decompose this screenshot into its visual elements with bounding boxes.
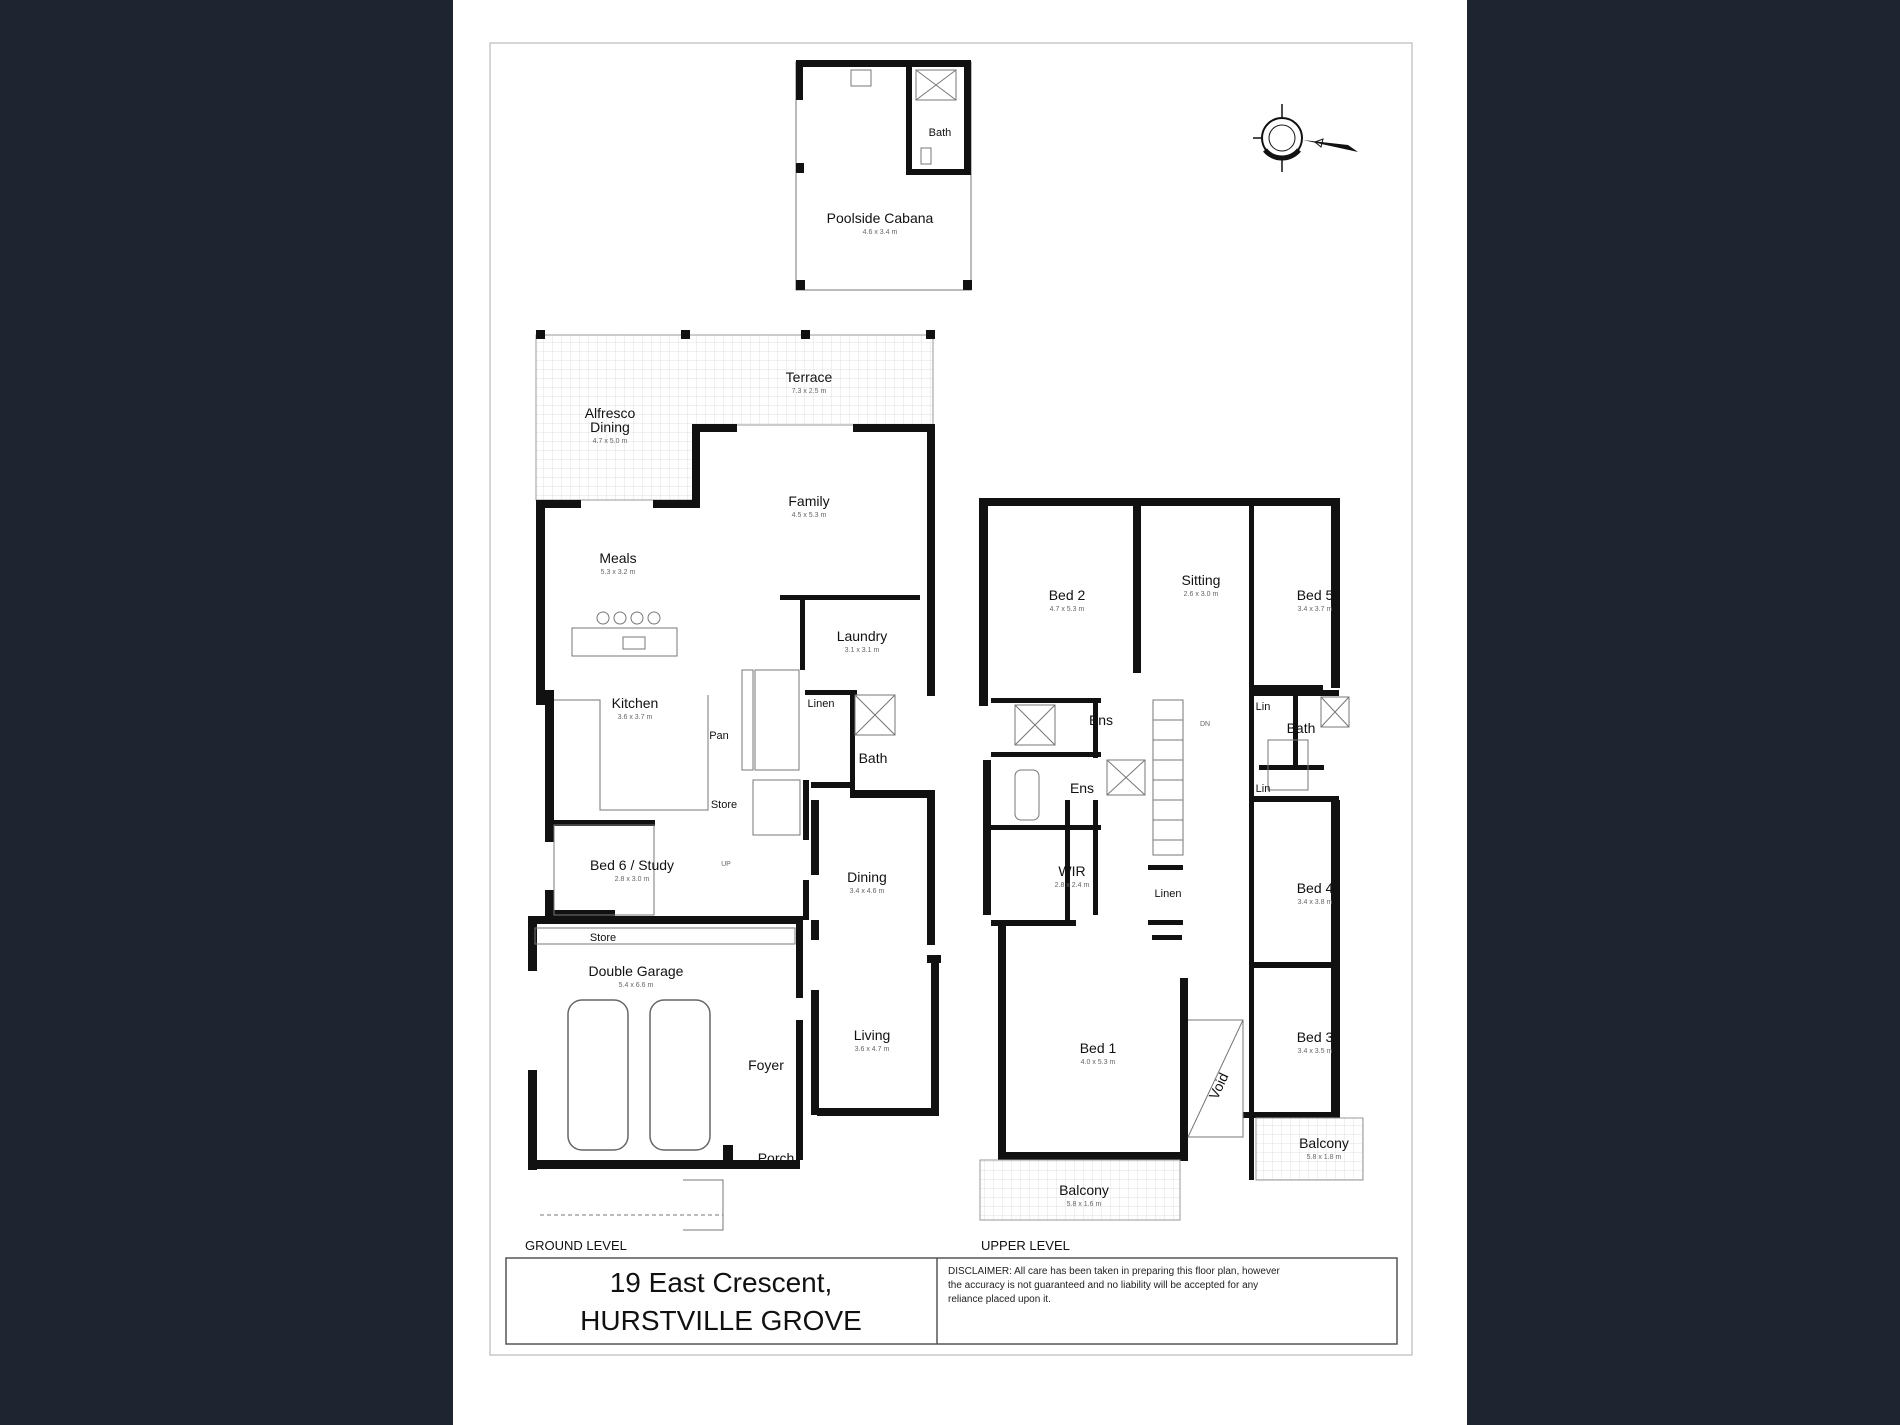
garage-label: Double Garage — [589, 963, 684, 979]
linen-upper-label: Linen — [1155, 888, 1182, 900]
store-ground-label: Store — [711, 799, 737, 811]
stair-up-label: UP — [721, 861, 731, 868]
balcony-paving — [979, 1159, 1181, 1221]
bed1-dim: 4.0 x 5.3 m — [1081, 1059, 1116, 1066]
balcony-1-label: Balcony — [1059, 1182, 1109, 1198]
ensuite-2-label: Ens — [1070, 780, 1094, 796]
balcony-paving — [1255, 1117, 1364, 1181]
cabana-label: Poolside Cabana — [827, 210, 934, 226]
poolside-cabana: Bath Poolside Cabana 4.6 x 3.4 m — [795, 60, 972, 291]
bath-ground-label: Bath — [859, 750, 888, 766]
bed4-dim: 3.4 x 3.8 m — [1298, 899, 1333, 906]
family-label: Family — [788, 493, 829, 509]
bed2-dim: 4.7 x 5.3 m — [1050, 606, 1085, 613]
disclaimer-line-2: the accuracy is not guaranteed and no li… — [948, 1280, 1258, 1291]
linen-ground-label: Linen — [808, 698, 835, 710]
bath-upper-label: Bath — [1287, 720, 1316, 736]
laundry-dim: 3.1 x 3.1 m — [845, 647, 880, 654]
terrace-dim: 7.3 x 2.5 m — [792, 388, 827, 395]
address-line-1: 19 East Crescent, — [610, 1267, 833, 1298]
bed5-dim: 3.4 x 3.7 m — [1298, 606, 1333, 613]
alfresco-dim: 4.7 x 5.0 m — [593, 438, 628, 445]
stair-down-label: DN — [1200, 721, 1210, 728]
balcony-2-dim: 5.8 x 1.8 m — [1307, 1154, 1342, 1161]
ground-level: Terrace 7.3 x 2.5 m Alfresco Dining 4.7 … — [525, 330, 941, 1253]
wir-dim: 2.8 x 2.4 m — [1055, 882, 1090, 889]
wir-label: WIR — [1058, 863, 1085, 879]
alfresco-label-2: Dining — [590, 419, 630, 435]
bed6-label: Bed 6 / Study — [590, 857, 674, 873]
title-block: 19 East Crescent, HURSTVILLE GROVE DISCL… — [505, 1257, 1398, 1345]
living-dim: 3.6 x 4.7 m — [855, 1046, 890, 1053]
void-label: Void — [1205, 1070, 1231, 1101]
sitting-dim: 2.6 x 3.0 m — [1184, 591, 1219, 598]
car-icon — [567, 999, 629, 1151]
compass-north-arrow-icon — [1253, 104, 1358, 172]
living-label: Living — [854, 1027, 891, 1043]
ground-level-label: GROUND LEVEL — [525, 1238, 627, 1253]
alfresco-label-1: Alfresco — [585, 405, 636, 421]
balcony-1-dim: 5.8 x 1.6 m — [1067, 1201, 1102, 1208]
porch-label: Porch — [758, 1150, 795, 1166]
cabana-dim: 4.6 x 3.4 m — [863, 229, 898, 236]
foyer-label: Foyer — [748, 1057, 784, 1073]
upper-level-label: UPPER LEVEL — [981, 1238, 1070, 1253]
meals-label: Meals — [599, 550, 636, 566]
bed4-label: Bed 4 — [1297, 880, 1334, 896]
upper-level: DN Bed 2 4.7 x 5.3 m Sitting 2.6 x 3.0 m… — [979, 498, 1364, 1253]
car-icon — [649, 999, 711, 1151]
sitting-label: Sitting — [1182, 572, 1221, 588]
cabana-bath-label: Bath — [929, 127, 952, 139]
floor-plan-drawing: Bath Poolside Cabana 4.6 x 3.4 m — [489, 42, 1413, 1356]
address-line-2: HURSTVILLE GROVE — [580, 1305, 862, 1336]
dining-label: Dining — [847, 869, 887, 885]
bed3-dim: 3.4 x 3.5 m — [1298, 1048, 1333, 1055]
store-garage-label: Store — [590, 932, 616, 944]
kitchen-dim: 3.6 x 3.7 m — [618, 714, 653, 721]
linen-2-label: Lin — [1256, 783, 1271, 795]
family-dim: 4.5 x 5.3 m — [792, 512, 827, 519]
meals-dim: 5.3 x 3.2 m — [601, 569, 636, 576]
disclaimer-line-3: reliance placed upon it. — [948, 1294, 1051, 1305]
floor-plan-sheet: Bath Poolside Cabana 4.6 x 3.4 m — [453, 0, 1467, 1425]
balcony-2-label: Balcony — [1299, 1135, 1349, 1151]
linen-1-label: Lin — [1256, 701, 1271, 713]
disclaimer-line-1: DISCLAIMER: All care has been taken in p… — [948, 1266, 1281, 1277]
bed6-dim: 2.8 x 3.0 m — [615, 876, 650, 883]
dining-dim: 3.4 x 4.6 m — [850, 888, 885, 895]
bed1-label: Bed 1 — [1080, 1040, 1117, 1056]
page-border — [489, 42, 1413, 1356]
terrace-label: Terrace — [786, 369, 833, 385]
bed3-label: Bed 3 — [1297, 1029, 1334, 1045]
laundry-label: Laundry — [837, 628, 888, 644]
garage-dim: 5.4 x 6.6 m — [619, 982, 654, 989]
kitchen-label: Kitchen — [612, 695, 659, 711]
bed2-label: Bed 2 — [1049, 587, 1086, 603]
ensuite-1-label: Ens — [1089, 712, 1113, 728]
bed5-label: Bed 5 — [1297, 587, 1334, 603]
pan-label: Pan — [709, 730, 729, 742]
